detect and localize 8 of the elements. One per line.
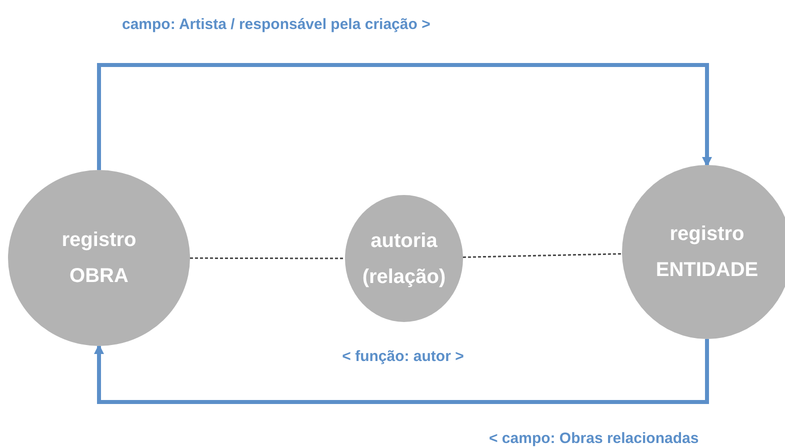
arrow: [94, 339, 709, 404]
dashed-connector: [462, 253, 622, 258]
arrow: [97, 63, 712, 170]
node-label: registro OBRA: [60, 228, 138, 289]
node-label: registro ENTIDADE: [654, 222, 760, 283]
relation-caption: < função: autor >: [342, 347, 464, 367]
node-label: autoria (relação): [361, 228, 447, 290]
dashed-connector: [190, 257, 345, 260]
